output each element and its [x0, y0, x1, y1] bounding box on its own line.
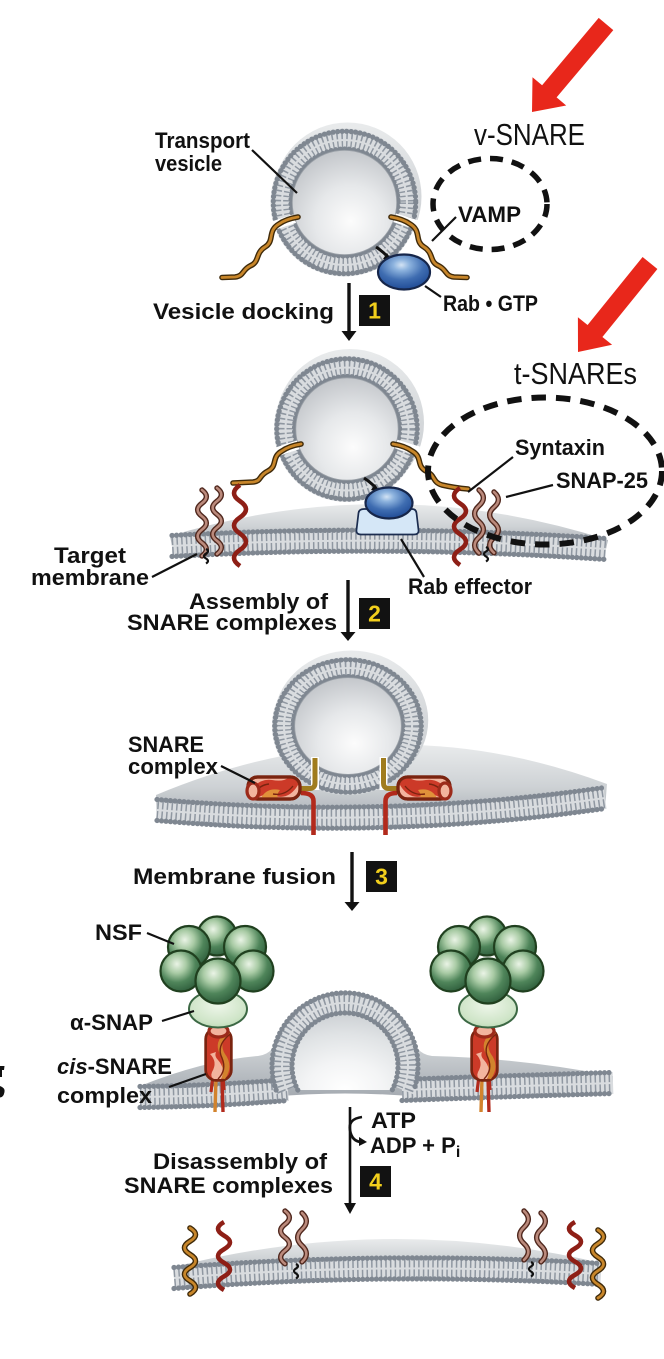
svg-text:SNARE: SNARE — [128, 732, 204, 757]
svg-text:SNAP-25: SNAP-25 — [556, 468, 648, 493]
svg-text:SNARE complexes: SNARE complexes — [124, 1173, 333, 1198]
svg-text:ATP: ATP — [371, 1108, 416, 1133]
svg-text:Disassembly of: Disassembly of — [153, 1149, 328, 1174]
svg-text:Syntaxin: Syntaxin — [515, 435, 605, 460]
svg-text:2: 2 — [368, 601, 381, 627]
svg-text:Membrane fusion: Membrane fusion — [133, 864, 336, 889]
svg-text:complex: complex — [128, 754, 219, 779]
svg-text:ADP + Pi: ADP + Pi — [370, 1133, 460, 1161]
svg-text:SNARE complexes: SNARE complexes — [127, 610, 337, 635]
svg-text:Target: Target — [54, 543, 127, 568]
svg-text:complex: complex — [57, 1083, 153, 1108]
svg-text:Rab • GTP: Rab • GTP — [443, 291, 538, 316]
svg-text:4: 4 — [369, 1169, 382, 1195]
svg-text:VAMP: VAMP — [458, 202, 521, 227]
svg-text:t-SNAREs: t-SNAREs — [514, 356, 637, 391]
svg-text:v-SNARE: v-SNARE — [474, 117, 585, 152]
svg-text:Transport: Transport — [155, 128, 251, 153]
svg-text:1: 1 — [368, 298, 381, 324]
svg-text:α-SNAP: α-SNAP — [70, 1010, 153, 1035]
svg-text:Rab effector: Rab effector — [408, 574, 532, 599]
svg-text:membrane: membrane — [31, 565, 149, 590]
svg-text:Assembly of: Assembly of — [189, 589, 329, 614]
svg-text:vesicle: vesicle — [155, 151, 222, 176]
svg-text:Vesicle docking: Vesicle docking — [153, 299, 334, 324]
svg-text:NSF: NSF — [95, 920, 142, 945]
svg-text:cis-SNARE: cis-SNARE — [57, 1054, 172, 1079]
svg-text:3: 3 — [375, 864, 388, 890]
